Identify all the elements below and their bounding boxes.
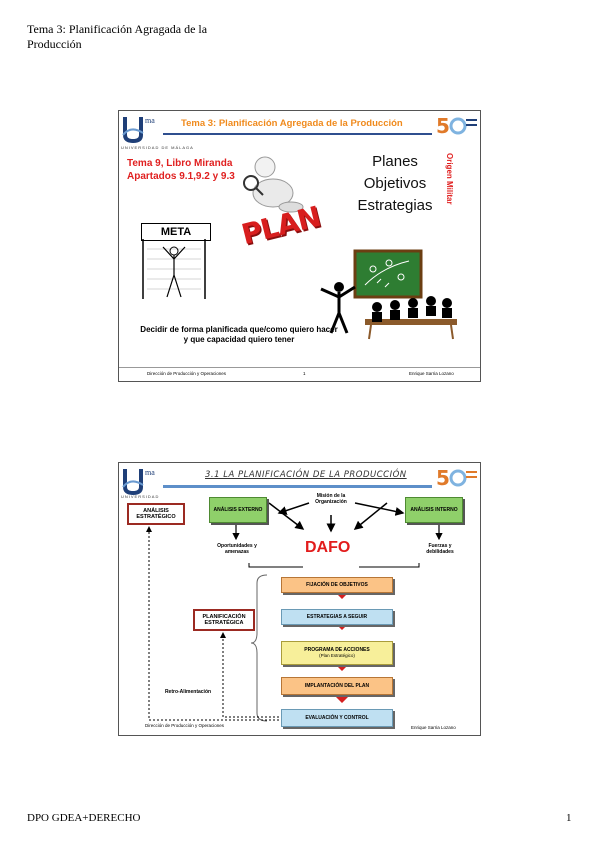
footer-author: Enrique Sarria Lozano: [409, 371, 454, 376]
step-fijacion-objetivos: FIJACIÓN DE OBJETIVOS: [281, 577, 393, 593]
origen-militar-label: Origen Militar: [445, 153, 454, 205]
footer-author: Enrique Sarria Lozano: [411, 725, 456, 730]
footer-slide-number: 1: [303, 371, 306, 376]
step-implantacion: IMPLANTACIÓN DEL PLAN: [281, 677, 393, 695]
slide-title: Tema 3: Planificación Agregada de la Pro…: [181, 118, 403, 129]
classroom-board-icon: [320, 249, 457, 340]
svg-text:5: 5: [436, 114, 450, 138]
dafo-label: DAFO: [305, 539, 351, 556]
analisis-estrategico-box: ANÁLISIS ESTRATÉGICO: [127, 503, 185, 525]
thinking-figure-icon: [243, 156, 304, 213]
flow-connectors: [146, 502, 443, 722]
step-programa-sub: (Plan Estratégico): [319, 653, 355, 658]
step-programa-label: PROGRAMA DE ACCIONES: [304, 647, 370, 653]
svg-text:5: 5: [436, 466, 450, 490]
logo-subtitle: UNIVERSIDAD DE MÁLAGA: [121, 145, 194, 150]
slide-title: 3.1 LA PLANIFICACIÓN DE LA PRODUCCIÓN: [205, 470, 407, 480]
step-programa-acciones: PROGRAMA DE ACCIONES (Plan Estratégico): [281, 641, 393, 665]
title-bar: [163, 133, 432, 135]
meta-banner: META: [141, 223, 211, 241]
footer-course: Dirección de Producción y Operaciones: [145, 723, 225, 728]
analisis-interno-box: ANÁLISIS INTERNO: [405, 497, 463, 523]
red-reference: Tema 9, Libro Miranda Apartados 9.1,9.2 …: [127, 157, 235, 183]
svg-text:Origen Militar: Origen Militar: [445, 153, 454, 205]
university-logo-icon: ma: [122, 116, 155, 143]
analisis-externo-box: ANÁLISIS EXTERNO: [209, 497, 267, 523]
footer-course: Dirección de Producción y Operaciones: [147, 371, 227, 376]
page-number: 1: [566, 812, 572, 824]
fuerzas-text: Fuerzas y debilidades: [426, 543, 454, 555]
reference-line-2: Apartados 9.1,9.2 y 9.3: [127, 171, 235, 182]
svg-text:ma: ma: [145, 116, 155, 125]
title-bar: [163, 485, 432, 488]
mision-text: Misión de la Organización: [315, 493, 347, 505]
retro-alimentacion-text: Retro-Alimentación: [164, 689, 212, 695]
planes-item: Estrategias: [357, 197, 433, 214]
planes-item: Objetivos: [363, 175, 427, 192]
slide-2: ma UNIVERSIDAD 3.1 LA PLANIFICACIÓN DE L…: [118, 462, 481, 736]
slide-footer: Dirección de Producción y Operaciones En…: [119, 721, 480, 733]
step-evaluacion-control: EVALUACIÓN Y CONTROL: [281, 709, 393, 727]
finish-line-figure-icon: [142, 239, 206, 299]
page-footer-course: DPO GDEA+DERECHO: [27, 812, 141, 824]
oportunidades-text: Oportunidades y amenazas: [217, 543, 257, 555]
slide-footer: Dirección de Producción y Operaciones 1 …: [119, 367, 480, 380]
step-estrategias: ESTRATEGIAS A SEGUIR: [281, 609, 393, 625]
svg-text:ma: ma: [145, 468, 155, 477]
slide-1: ma UNIVERSIDAD DE MÁLAGA Tema 3: Planifi…: [118, 110, 481, 382]
page-header: Tema 3: Planificación Agragada de la Pro…: [27, 22, 208, 51]
anniversary-logo-icon: 5: [436, 113, 478, 139]
anniversary-logo-icon: 5: [436, 465, 478, 491]
planes-item: Planes: [372, 153, 418, 170]
logo-subtitle: UNIVERSIDAD: [121, 494, 160, 499]
university-logo-icon: ma: [122, 468, 155, 495]
decidir-text: Decidir de forma planificada que/como qu…: [140, 325, 338, 344]
planificacion-estrategica-box: PLANIFICACIÓN ESTRATÉGICA: [193, 609, 255, 631]
reference-line-1: Tema 9, Libro Miranda: [127, 158, 233, 169]
planes-list: Planes Objetivos Estrategias: [347, 151, 443, 217]
